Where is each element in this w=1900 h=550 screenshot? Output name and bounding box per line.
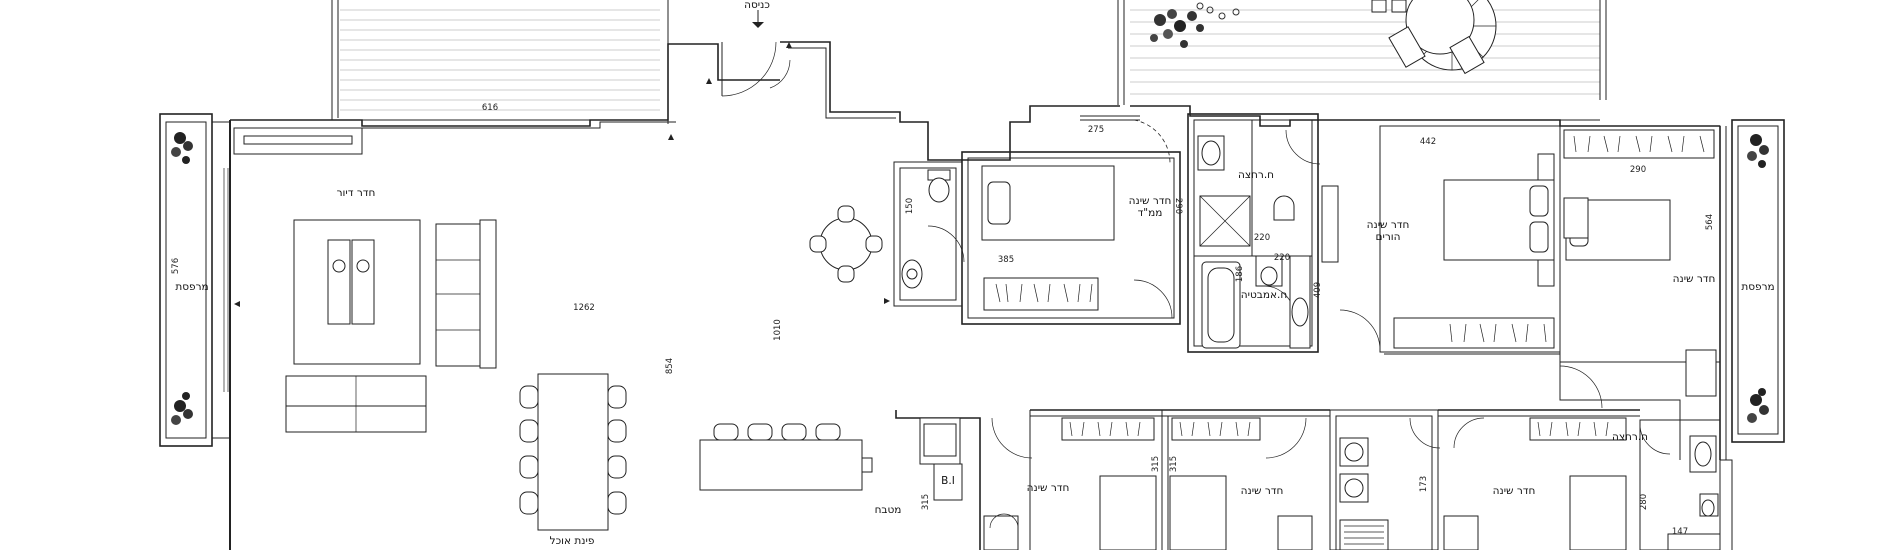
windows: [233, 115, 1140, 155]
kitchen-island: [699, 423, 873, 491]
room-labels: כניסה חדר דיור מרפסת מרפסת פינת אוכל מטב…: [175, 0, 1774, 547]
dim-616: 616: [482, 103, 498, 113]
dim-315-b2: 315: [1169, 456, 1179, 472]
label-entrance: כניסה: [744, 0, 770, 11]
dim-564: 564: [1705, 214, 1715, 230]
dim-290-right: 290: [1630, 165, 1646, 175]
right-balcony: [1731, 119, 1785, 443]
label-bath: ח.אמבטיה: [1241, 289, 1287, 301]
dim-147: 147: [1672, 527, 1688, 537]
dim-442: 442: [1420, 137, 1436, 147]
label-master-2: הורים: [1376, 231, 1401, 243]
bathroom-fixtures: [1197, 135, 1339, 349]
doors: [721, 41, 1671, 459]
dim-275: 275: [1088, 125, 1104, 135]
dining-furniture: [519, 373, 627, 531]
label-dining: פינת אוכל: [550, 535, 595, 547]
dim-854: 854: [665, 358, 675, 374]
dim-220-a: 220: [1254, 233, 1270, 243]
label-safe-room-1: חדר שינה: [1129, 195, 1172, 207]
patio-table: [1371, 0, 1485, 75]
dim-186: 186: [1235, 266, 1245, 282]
dim-173: 173: [1419, 476, 1429, 492]
dim-576: 576: [171, 258, 181, 274]
safe-room-furniture: [981, 165, 1115, 311]
top-right-terrace: [1117, 0, 1607, 121]
label-balcony-left: מרפסת: [175, 281, 208, 293]
dim-280: 280: [1639, 494, 1649, 510]
planter-top: [1150, 2, 1240, 48]
label-bedroom-right: חדר שינה: [1673, 273, 1716, 285]
label-master-1: חדר שינה: [1367, 219, 1410, 231]
dimension-labels: 616 275 442 290 290 150 385 576 1262 101…: [171, 103, 1715, 537]
entrance-arrow: [234, 10, 890, 307]
label-bedroom-b3: חדר שינה: [1493, 485, 1536, 497]
label-kitchen: מטבח: [875, 504, 902, 516]
label-balcony-right: מרפסת: [1741, 281, 1774, 293]
label-shower-2: ח.רחצה: [1612, 431, 1648, 443]
interior-walls: [893, 113, 1721, 550]
round-table: [809, 205, 883, 283]
guest-wc-fixtures: [901, 169, 951, 289]
dim-1010: 1010: [773, 319, 783, 341]
dim-220-b: 220: [1274, 253, 1290, 263]
label-bedroom-b2: חדר שינה: [1241, 485, 1284, 497]
label-safe-room-2: ממ"ד: [1138, 207, 1163, 219]
bottom-closets: [983, 417, 1721, 550]
label-builtin: B.I: [941, 475, 955, 487]
living-furniture: [285, 219, 497, 433]
label-shower-1: ח.רחצה: [1238, 169, 1274, 181]
dim-150: 150: [905, 198, 915, 214]
exterior-walls: [229, 41, 1733, 550]
left-balcony: [159, 113, 230, 447]
right-bedroom-furniture: [1563, 129, 1717, 397]
dim-385: 385: [998, 255, 1014, 265]
dim-409: 409: [1313, 282, 1323, 298]
dim-1262: 1262: [573, 303, 595, 313]
top-left-terrace: [330, 0, 670, 124]
label-living: חדר דיור: [337, 187, 376, 199]
kitchen-appliances: [919, 417, 963, 501]
master-bed: [1393, 153, 1555, 349]
dim-315-kitchen: 315: [921, 494, 931, 510]
dim-315-b1: 315: [1151, 456, 1161, 472]
label-bedroom-b1: חדר שינה: [1027, 482, 1070, 494]
dim-290-safe: 290: [1173, 198, 1183, 214]
